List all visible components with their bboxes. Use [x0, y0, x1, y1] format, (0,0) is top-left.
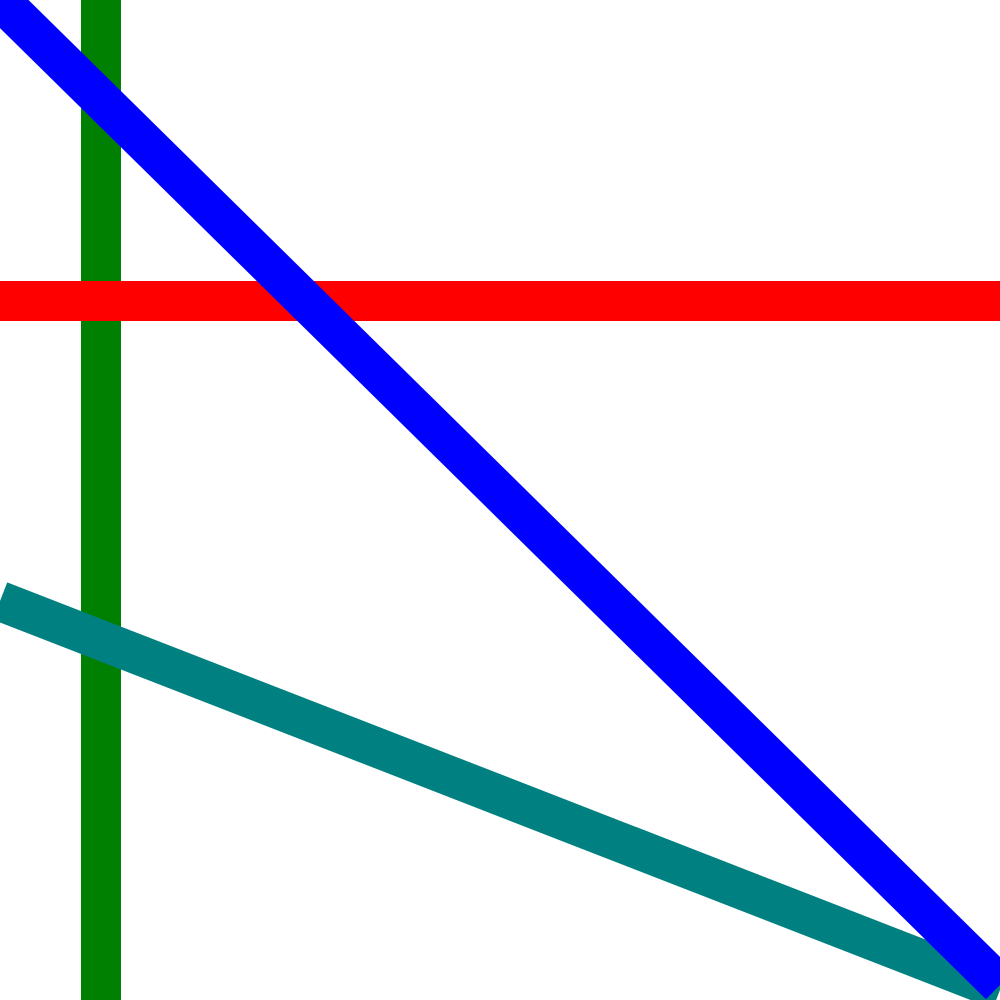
- teal-sloped-line: [0, 582, 1000, 1000]
